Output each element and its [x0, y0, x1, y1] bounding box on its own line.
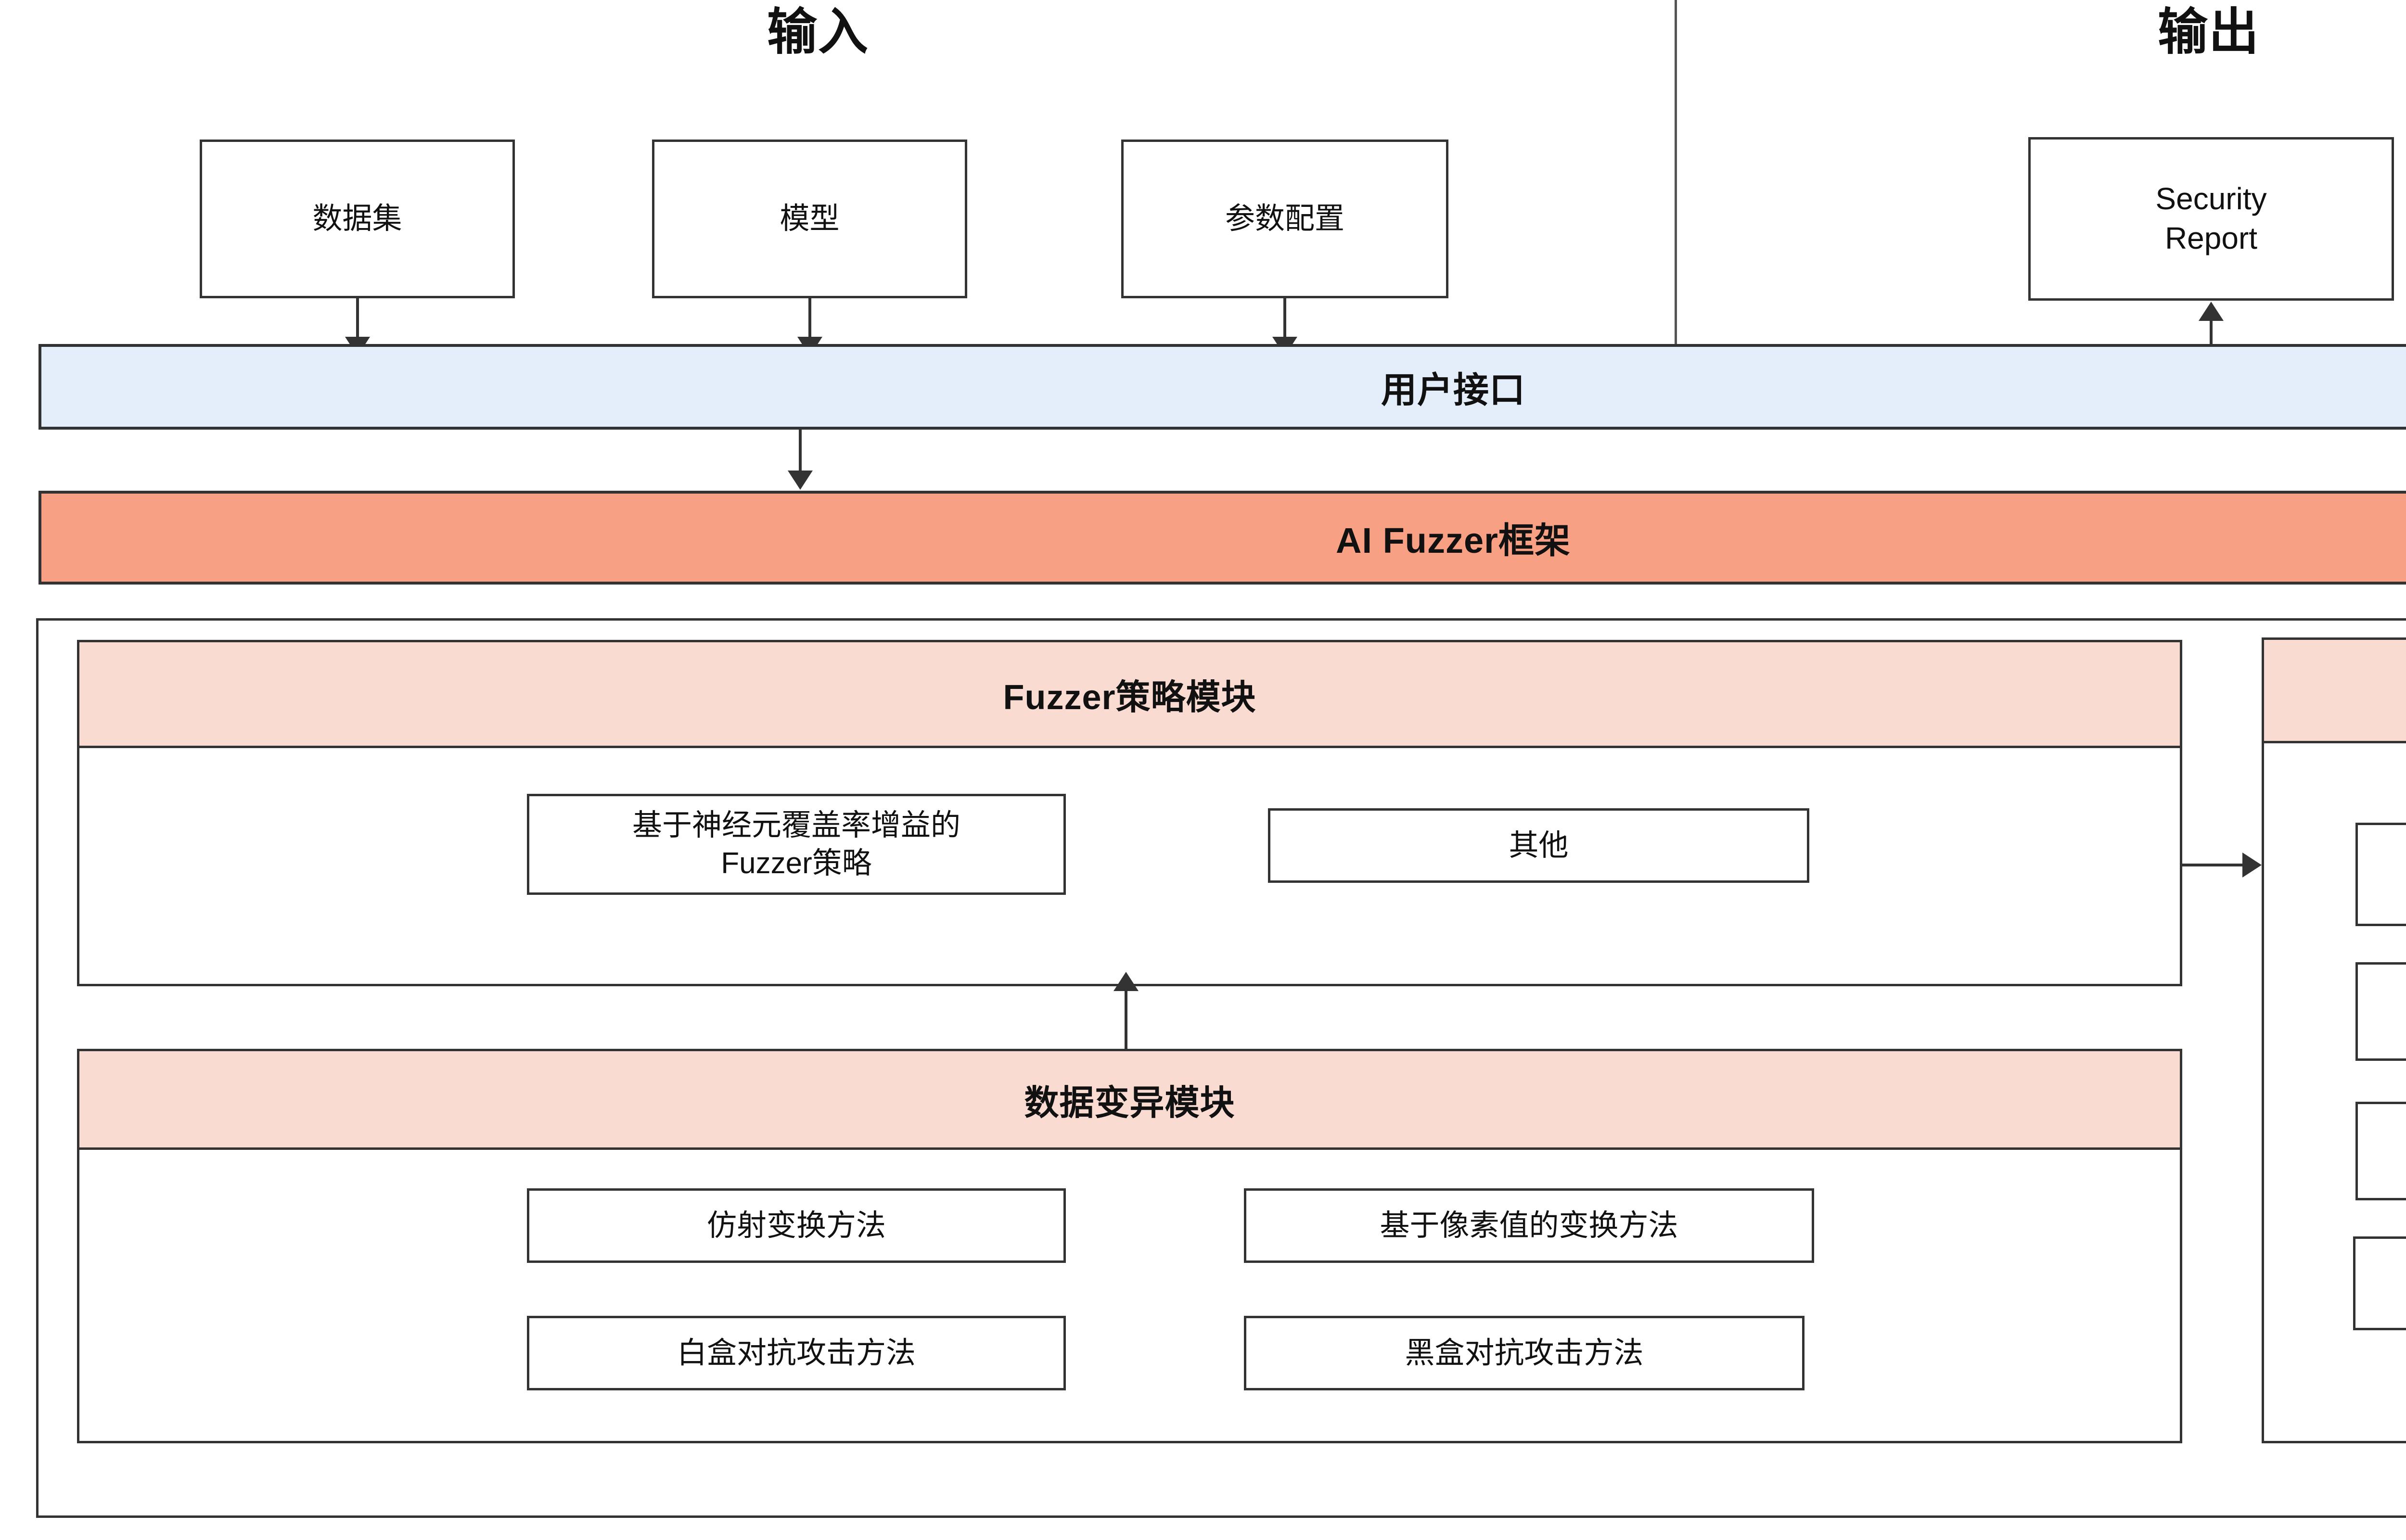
- evaluation-box-classification-metric[interactable]: 分类指标: [2355, 823, 2406, 926]
- security-report-line1: Security: [2155, 181, 2267, 216]
- security-report-line2: Report: [2164, 221, 2258, 255]
- fuzzer-strategy-module-header: Fuzzer策略模块: [79, 642, 2180, 748]
- arrowhead-mutation-to-strategy: [1113, 972, 1139, 991]
- strategy-neuron-line1: 基于神经元覆盖率增益的: [632, 808, 960, 842]
- fuzzer-strategy-module-body: 基于神经元覆盖率增益的 Fuzzer策略 其他: [79, 748, 2180, 984]
- connector-ui-to-framework: [799, 430, 802, 473]
- input-box-parameter-config[interactable]: 参数配置: [1121, 140, 1448, 298]
- input-section-caption: 输入: [767, 4, 869, 60]
- data-mutation-module-header: 数据变异模块: [79, 1051, 2180, 1150]
- arrowhead-strategy-to-evaluation: [2242, 853, 2262, 878]
- output-section-caption: 输出: [2157, 4, 2260, 60]
- evaluation-box-coverage-metric[interactable]: 覆盖率指标: [2355, 962, 2406, 1061]
- arrowhead-ui-to-framework: [788, 471, 813, 490]
- arrowhead-ui-to-report: [2199, 302, 2224, 321]
- fuzzer-strategy-module: Fuzzer策略模块 基于神经元覆盖率增益的 Fuzzer策略 其他: [77, 640, 2182, 986]
- strategy-box-neuron-coverage[interactable]: 基于神经元覆盖率增益的 Fuzzer策略: [527, 794, 1066, 895]
- connector-model-to-ui: [808, 298, 811, 339]
- connector-mutation-to-strategy: [1125, 989, 1127, 1049]
- user-interface-bar[interactable]: 用户接口: [38, 344, 2406, 430]
- strategy-box-other[interactable]: 其他: [1268, 808, 1809, 883]
- data-mutation-module-body: 仿射变换方法 基于像素值的变换方法 白盒对抗攻击方法 黑盒对抗攻击方法: [79, 1150, 2180, 1443]
- evaluation-box-attack-metric[interactable]: 攻击指标: [2355, 1102, 2406, 1200]
- connector-dataset-to-ui: [356, 298, 359, 339]
- connector-params-to-ui: [1283, 298, 1286, 339]
- input-box-dataset[interactable]: 数据集: [200, 140, 515, 298]
- data-mutation-module: 数据变异模块 仿射变换方法 基于像素值的变换方法 白盒对抗攻击方法 黑盒对抗攻击…: [77, 1049, 2182, 1443]
- evaluation-module-header: 评估模块: [2264, 640, 2406, 743]
- evaluation-module: 评估模块 分类指标 覆盖率指标 攻击指标 其他: [2262, 637, 2406, 1443]
- input-output-divider: [1675, 0, 1677, 367]
- evaluation-box-other[interactable]: 其他: [2353, 1236, 2406, 1330]
- input-box-model[interactable]: 模型: [652, 140, 967, 298]
- ai-fuzzer-framework-bar[interactable]: AI Fuzzer框架: [38, 491, 2406, 585]
- connector-ui-to-report: [2210, 320, 2213, 344]
- mutation-box-blackbox-attack[interactable]: 黑盒对抗攻击方法: [1244, 1316, 1804, 1390]
- connector-strategy-to-evaluation: [2182, 864, 2247, 866]
- strategy-neuron-line2: Fuzzer策略: [721, 847, 872, 880]
- mutation-box-affine-transform[interactable]: 仿射变换方法: [527, 1188, 1066, 1263]
- mutation-box-pixel-value-transform[interactable]: 基于像素值的变换方法: [1244, 1188, 1814, 1263]
- output-box-security-report[interactable]: Security Report: [2028, 137, 2394, 301]
- mutation-box-whitebox-attack[interactable]: 白盒对抗攻击方法: [527, 1316, 1066, 1390]
- evaluation-module-body: 分类指标 覆盖率指标 攻击指标 其他: [2264, 743, 2406, 1443]
